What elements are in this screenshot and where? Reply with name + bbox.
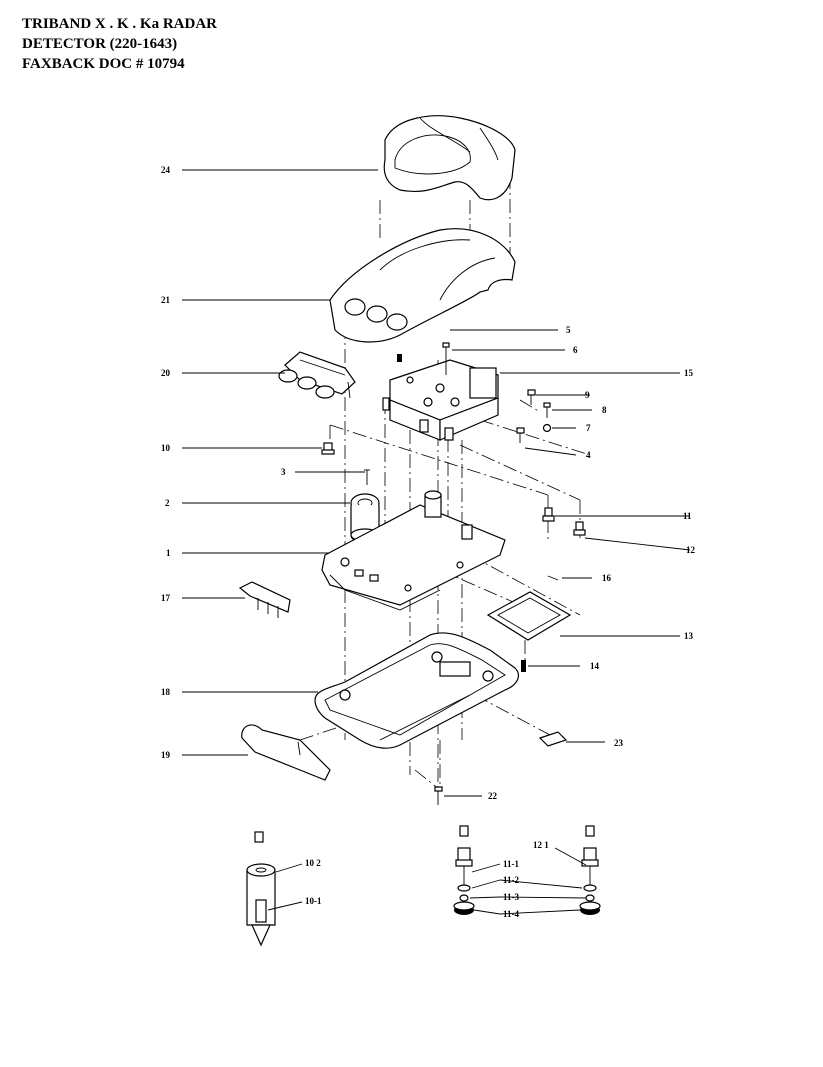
detail-part-10 [246,831,276,947]
callout-17: 17 [161,593,171,603]
callout-3: 3 [281,467,286,477]
callout-11-1: 11-1 [503,859,520,869]
part-18-base-housing [314,632,519,749]
callout-21: 21 [161,295,171,305]
parts-22-23 [434,731,568,805]
callout-10: 10 [161,443,171,453]
callout-24: 24 [161,165,171,175]
callout-15: 15 [684,368,694,378]
callout-18: 18 [161,687,171,697]
callout-1: 1 [166,548,171,558]
part-21-main-housing [329,228,516,343]
callout-11: 11 [683,511,692,521]
callout-22: 22 [488,791,498,801]
part-19-clip [241,724,331,781]
callout-20: 20 [161,368,171,378]
callout-12-1: 12 1 [533,840,549,850]
title-line-2: DETECTOR (220-1643) [22,36,178,52]
part-17-side-connector [238,581,291,618]
callout-labels: 24 21 20 10 3 2 1 17 18 19 5 6 15 9 8 7 … [161,165,696,919]
callout-16: 16 [602,573,612,583]
callout-23: 23 [614,738,624,748]
callout-11-4: 11-4 [503,909,520,919]
title-line-3: FAXBACK DOC # 10794 [22,56,185,72]
title-line-1: TRIBAND X . K . Ka RADAR [22,16,218,32]
callout-4: 4 [586,450,591,460]
callout-6: 6 [573,345,578,355]
part-1-circuit-board [321,490,506,611]
callout-10-1: 10-1 [305,896,322,906]
callout-10-2: 10 2 [305,858,321,868]
part-24-top-cover [383,115,516,201]
part-13-bracket-plate [486,591,572,672]
callout-13: 13 [684,631,694,641]
callout-8: 8 [602,405,607,415]
part-15-block-assembly [382,359,499,441]
callout-12: 12 [686,545,696,555]
detail-part-11 [453,825,475,915]
callout-7: 7 [586,423,591,433]
detail-part-12 [579,825,601,915]
callout-leader-lines [182,169,691,915]
callout-11-2: 11-2 [503,875,520,885]
part-20-button-array [278,351,356,399]
callout-14: 14 [590,661,600,671]
callout-2: 2 [165,498,170,508]
callout-11-3: 11-3 [503,892,520,902]
parts-11-12-connectors [542,507,586,581]
callout-5: 5 [566,325,571,335]
callout-19: 19 [161,750,171,760]
document-title-block: TRIBAND X . K . Ka RADAR DETECTOR (220-1… [22,14,217,74]
callout-9: 9 [585,390,590,400]
screw-hardware [321,342,552,485]
